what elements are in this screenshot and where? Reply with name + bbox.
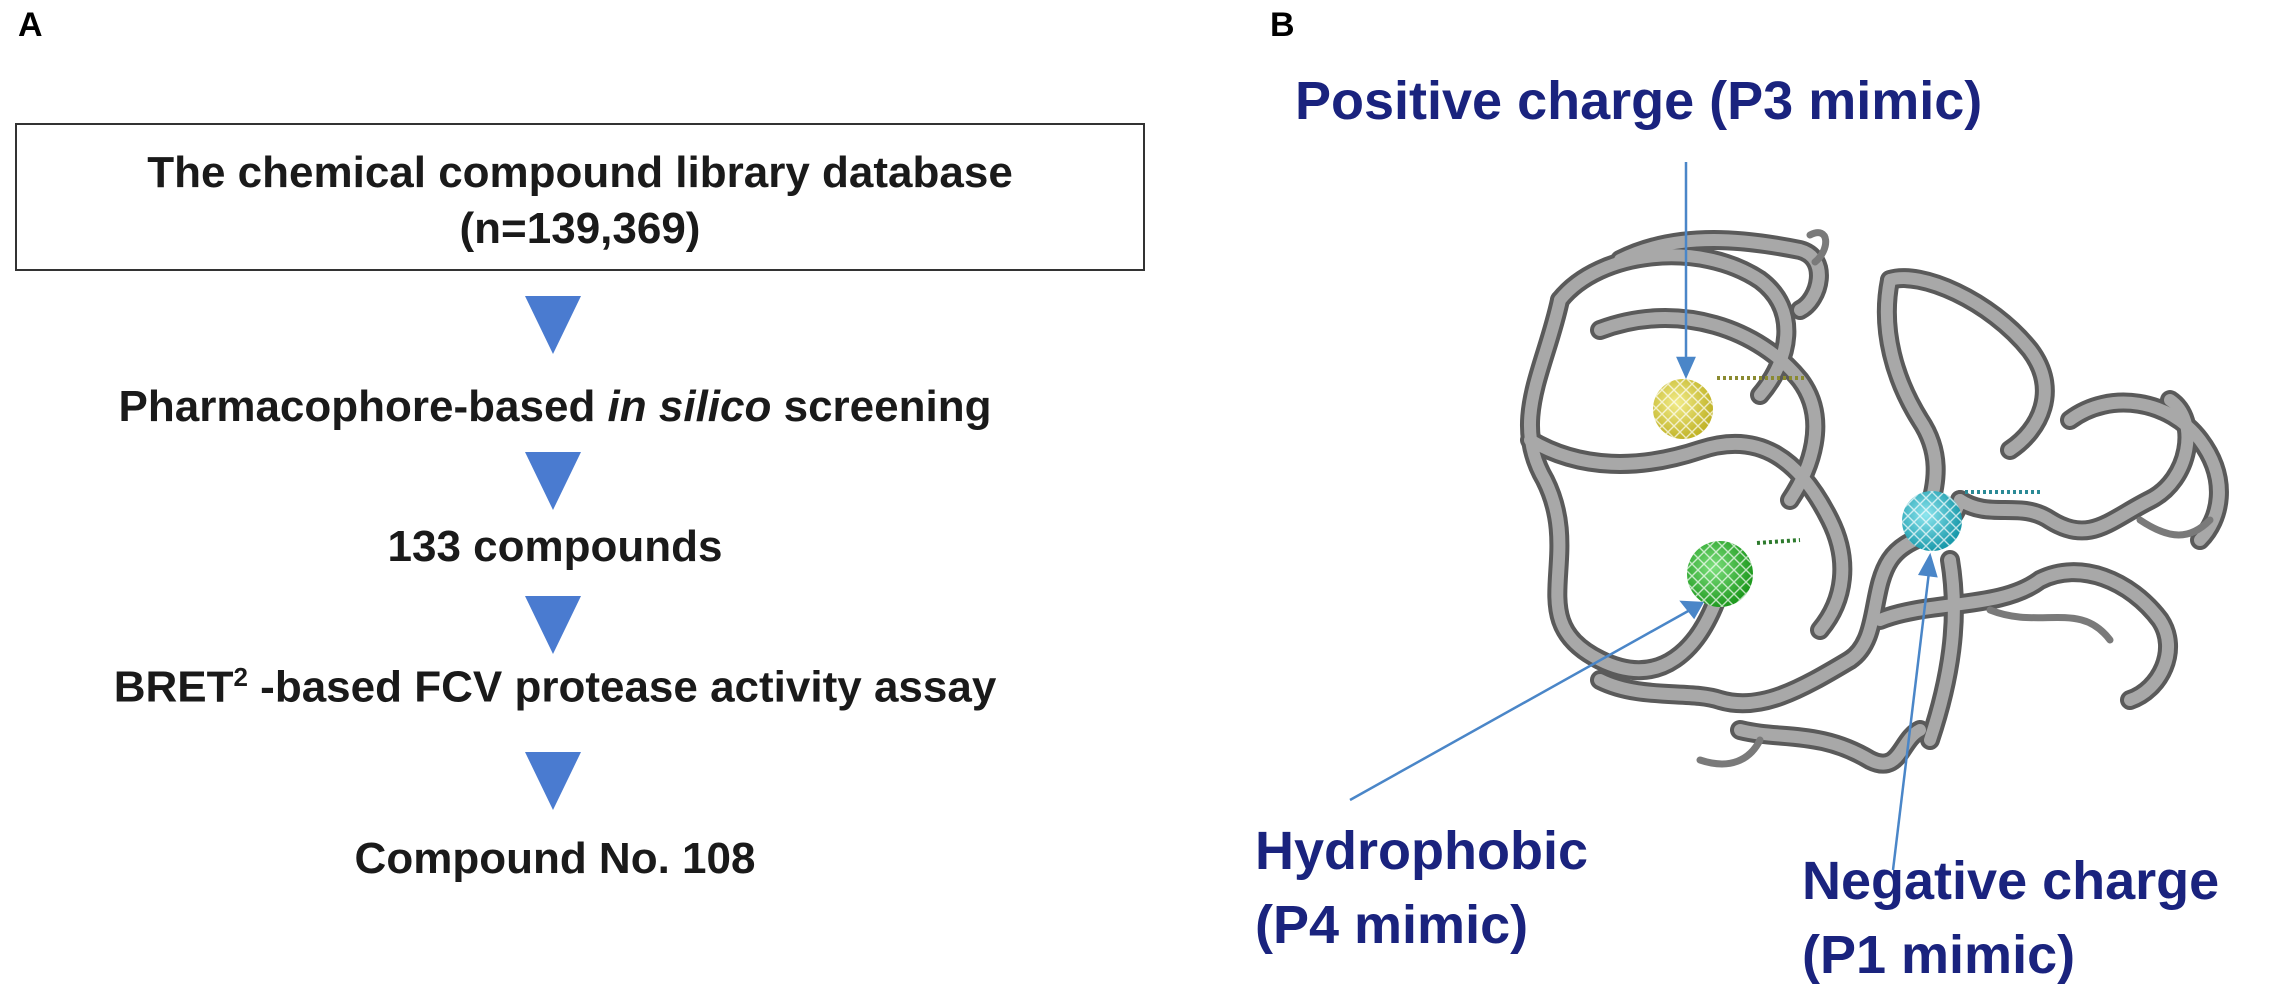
label-hydrophobic-line2: (P4 mimic) xyxy=(1255,895,1529,955)
flow-arrow-1 xyxy=(525,296,581,354)
library-title: The chemical compound library database xyxy=(147,148,1013,197)
label-positive-charge: Positive charge (P3 mimic) xyxy=(1295,71,1983,131)
flow-arrow-2 xyxy=(525,452,581,510)
label-negative-charge-line2: (P1 mimic) xyxy=(1802,925,2076,985)
negative-charge-sphere xyxy=(1902,490,2040,551)
step-bret-sup: 2 xyxy=(233,662,248,692)
library-box xyxy=(15,123,1145,271)
step-133-compounds: 133 compounds xyxy=(387,522,723,571)
label-negative-charge-line1: Negative charge xyxy=(1802,851,2220,911)
positive-charge-sphere xyxy=(1653,376,1805,439)
step-insilico-pre: Pharmacophore-based xyxy=(118,382,608,431)
flow-arrow-3 xyxy=(525,596,581,654)
step-bret-pre: BRET xyxy=(113,662,234,712)
step-insilico-post: screening xyxy=(771,382,992,431)
hydrophobic-sphere xyxy=(1687,538,1801,607)
panel-label-a: A xyxy=(18,6,43,44)
flow-arrow-4 xyxy=(525,752,581,810)
panel-label-b: B xyxy=(1270,6,1295,44)
step-bret-post: -based FCV protease activity assay xyxy=(247,662,997,712)
step-compound-108: Compound No. 108 xyxy=(354,834,756,883)
step-insilico-screening: Pharmacophore-based in silico screening xyxy=(0,382,1110,432)
label-hydrophobic-line1: Hydrophobic xyxy=(1255,821,1588,881)
step-bret-assay: BRET2 -based FCV protease activity assay xyxy=(0,662,1110,713)
step-insilico-italic: in silico xyxy=(607,382,772,431)
library-count: (n=139,369) xyxy=(459,204,701,253)
